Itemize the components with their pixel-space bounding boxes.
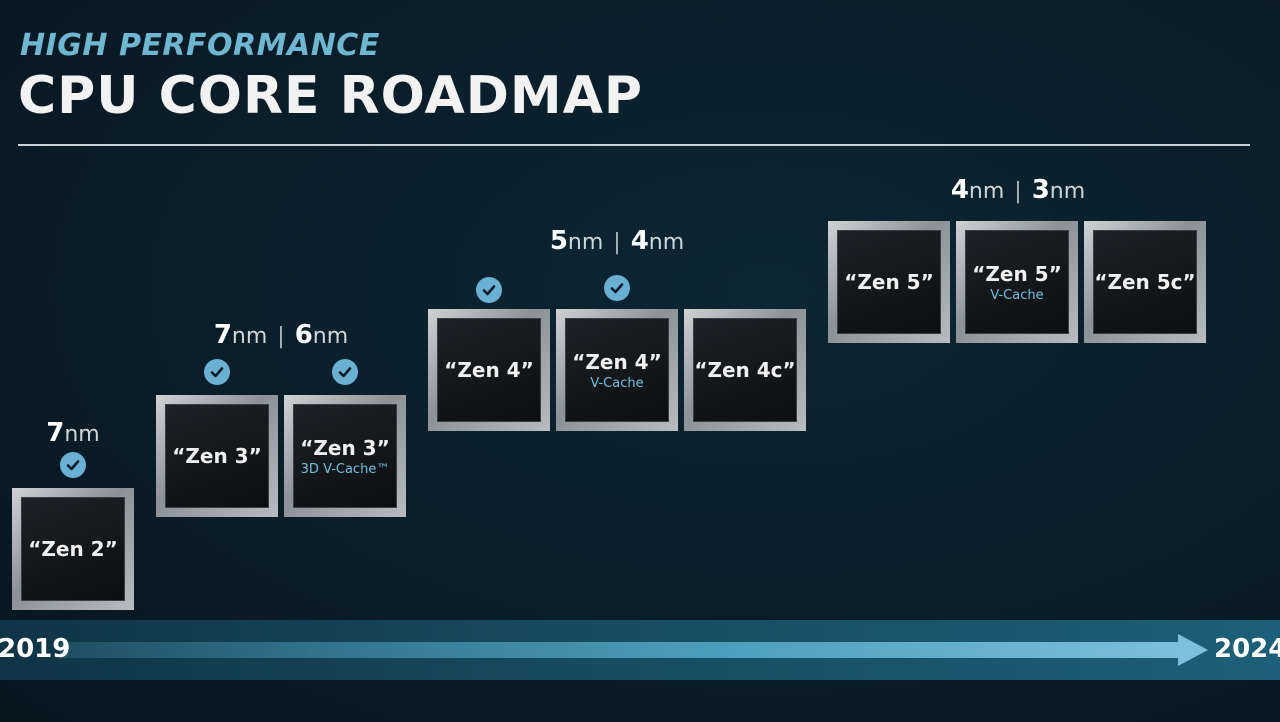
- chip-name: “Zen 3”: [300, 435, 390, 460]
- node-label-zen2: 7nm: [46, 418, 99, 448]
- chip-zen4: “Zen 4”: [428, 309, 550, 431]
- checkmark-icon: [60, 452, 86, 478]
- checkmark-icon: [204, 359, 230, 385]
- chip-zen5c: “Zen 5c”: [1084, 221, 1206, 343]
- checkmark-icon: [332, 359, 358, 385]
- chip-zen5: “Zen 5”: [828, 221, 950, 343]
- chip-die: “Zen 2”: [21, 497, 125, 601]
- chip-zen3-3d-vcache: “Zen 3” 3D V-Cache™: [284, 395, 406, 517]
- chip-die: “Zen 5”: [837, 230, 941, 334]
- node-unit: nm: [64, 422, 100, 447]
- chip-variant: 3D V-Cache™: [300, 461, 390, 477]
- node-unit-2: nm: [648, 230, 685, 255]
- timeline-arrow-shaft: [60, 642, 1180, 658]
- chip-variant: V-Cache: [990, 287, 1044, 303]
- node-unit: nm: [567, 230, 604, 255]
- chip-zen3: “Zen 3”: [156, 395, 278, 517]
- chip-die: “Zen 4” V-Cache: [565, 318, 669, 422]
- node-value: 5: [549, 226, 568, 256]
- node-unit-2: nm: [312, 324, 349, 349]
- title-divider: [18, 144, 1250, 146]
- chip-name: “Zen 4”: [572, 349, 662, 374]
- node-unit: nm: [231, 324, 268, 349]
- timeline-start-year: 2019: [0, 634, 71, 664]
- chip-die: “Zen 5” V-Cache: [965, 230, 1069, 334]
- chip-die: “Zen 3” 3D V-Cache™: [293, 404, 397, 508]
- node-label-zen4: 5nm|4nm: [550, 226, 684, 256]
- node-value-2: 4: [630, 226, 649, 256]
- checkmark-icon: [476, 277, 502, 303]
- chip-name: “Zen 5c”: [1094, 270, 1196, 294]
- chip-name: “Zen 5”: [972, 261, 1062, 286]
- chip-zen4-vcache: “Zen 4” V-Cache: [556, 309, 678, 431]
- node-value: 7: [213, 320, 232, 350]
- node-label-zen5: 4nm|3nm: [951, 175, 1085, 205]
- node-separator: |: [613, 230, 621, 255]
- chip-name: “Zen 2”: [28, 537, 118, 561]
- node-value-2: 3: [1031, 175, 1050, 205]
- chip-die: “Zen 5c”: [1093, 230, 1197, 334]
- page-title: CPU CORE ROADMAP: [18, 66, 643, 126]
- chip-zen5-vcache: “Zen 5” V-Cache: [956, 221, 1078, 343]
- chip-die: “Zen 4”: [437, 318, 541, 422]
- chip-name: “Zen 4c”: [694, 358, 796, 382]
- node-unit: nm: [968, 179, 1005, 204]
- chip-die: “Zen 4c”: [693, 318, 797, 422]
- node-separator: |: [1014, 179, 1022, 204]
- chip-zen2: “Zen 2”: [12, 488, 134, 610]
- arrow-right-icon: [1178, 634, 1208, 666]
- node-separator: |: [277, 324, 285, 349]
- chip-name: “Zen 4”: [444, 358, 534, 382]
- chip-variant: V-Cache: [590, 375, 644, 391]
- chip-zen4c: “Zen 4c”: [684, 309, 806, 431]
- chip-name: “Zen 5”: [844, 270, 934, 294]
- node-value-2: 6: [294, 320, 313, 350]
- node-label-zen3: 7nm|6nm: [214, 320, 348, 350]
- node-unit-2: nm: [1049, 179, 1086, 204]
- page-subtitle: HIGH PERFORMANCE: [20, 28, 380, 63]
- chip-die: “Zen 3”: [165, 404, 269, 508]
- checkmark-icon: [604, 275, 630, 301]
- chip-name: “Zen 3”: [172, 444, 262, 468]
- timeline-end-year: 2024: [1214, 634, 1280, 664]
- node-value: 4: [950, 175, 969, 205]
- node-value: 7: [46, 418, 65, 448]
